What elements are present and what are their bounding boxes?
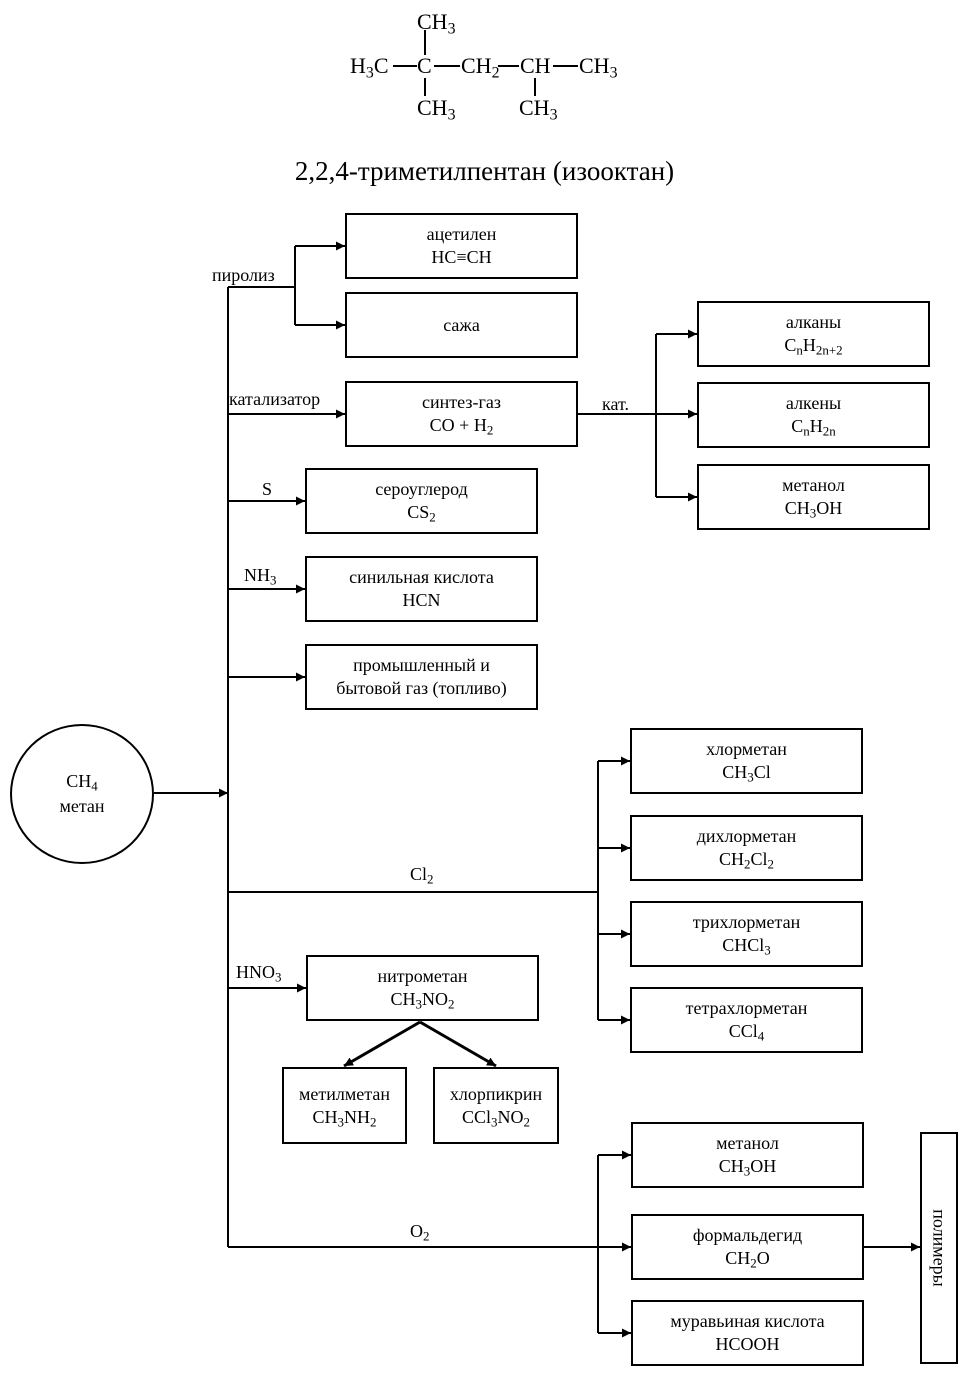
box-alkanes-formula: CnH2n+2: [784, 335, 843, 358]
box-methanol-syngas-formula: CH3OH: [784, 498, 843, 521]
box-carbon-disulfide: сероуглерод CS2: [305, 468, 538, 534]
box-formic-acid-formula: HCOOH: [715, 1334, 780, 1354]
box-hydrocyanic-acid-name: синильная кислота: [349, 567, 494, 587]
methane-formula: CH4: [66, 771, 98, 794]
box-nitromethane: нитрометан CH3NO2: [306, 955, 539, 1021]
box-syngas-name: синтез-газ: [422, 392, 501, 412]
box-dichloromethane: дихлорметан CH2Cl2: [630, 815, 863, 881]
structure-ch: CH: [520, 53, 551, 78]
box-polymers-label: полимеры: [929, 1209, 950, 1287]
box-chloromethane: хлорметан CH3Cl: [630, 728, 863, 794]
box-polymers: полимеры: [920, 1132, 958, 1364]
box-alkenes: алкены CnH2n: [697, 382, 930, 448]
compound-name-title: 2,2,4-триметилпентан (изооктан): [294, 156, 675, 186]
box-tetrachloromethane: тетрахлорметан CCl4: [630, 987, 863, 1053]
box-dichloromethane-name: дихлорметан: [696, 826, 797, 846]
structure-bottom-ch3-left: CH3: [417, 95, 456, 124]
label-cat: кат.: [602, 394, 630, 414]
structure-h3c: H3C: [350, 53, 389, 82]
box-formaldehyde-formula: CH2O: [725, 1248, 770, 1271]
box-chloropicrin-formula: CCl3NO2: [462, 1106, 530, 1130]
box-methanol-oxidation-name: метанол: [716, 1133, 779, 1153]
structure-right-ch3: CH3: [579, 53, 618, 82]
box-acetylene-formula: HC≡CH: [431, 247, 492, 267]
box-nitromethane-name: нитрометан: [377, 966, 468, 986]
box-dichloromethane-formula: CH2Cl2: [719, 849, 774, 872]
label-nitric-acid: HNO3: [236, 962, 282, 985]
box-soot: сажа: [345, 292, 578, 358]
box-fuel-gas-line1: промышленный и: [353, 655, 490, 675]
structure-bottom-ch3-right: CH3: [519, 95, 558, 124]
label-catalyst: катализатор: [229, 389, 321, 409]
box-carbon-disulfide-name: сероуглерод: [375, 479, 468, 499]
box-methanol-syngas: метанол CH3OH: [697, 464, 930, 530]
box-methanol-syngas-name: метанол: [782, 475, 845, 495]
box-chloromethane-formula: CH3Cl: [722, 762, 771, 785]
box-nitromethane-formula: CH3NO2: [390, 989, 455, 1012]
methane-node: CH4 метан: [10, 724, 154, 864]
box-trichloromethane-formula: CHCl3: [722, 935, 771, 958]
structure-top-ch3: CH3: [417, 9, 456, 38]
box-soot-name: сажа: [443, 314, 480, 335]
box-formaldehyde-name: формальдегид: [692, 1225, 803, 1245]
box-trichloromethane-name: трихлорметан: [692, 912, 801, 932]
box-chloromethane-name: хлорметан: [706, 739, 787, 759]
label-pyrolysis: пиролиз: [212, 265, 275, 285]
box-alkanes: алканы CnH2n+2: [697, 301, 930, 367]
label-sulfur: S: [262, 479, 273, 499]
box-methylmethane-formula: CH3NH2: [312, 1106, 377, 1130]
box-methylmethane-name: метилметан: [299, 1083, 390, 1104]
box-fuel-gas: промышленный и бытовой газ (топливо): [305, 644, 538, 710]
structure-quaternary-c: C: [417, 53, 432, 78]
box-syngas-formula: CO + H2: [429, 415, 494, 438]
box-alkenes-name: алкены: [785, 393, 842, 413]
box-hydrocyanic-acid: синильная кислота HCN: [305, 556, 538, 622]
box-trichloromethane: трихлорметан CHCl3: [630, 901, 863, 967]
box-tetrachloromethane-formula: CCl4: [728, 1021, 765, 1044]
box-alkenes-formula: CnH2n: [791, 416, 836, 439]
box-tetrachloromethane-name: тетрахлорметан: [685, 998, 808, 1018]
box-chloropicrin: хлорпикрин CCl3NO2: [433, 1067, 559, 1144]
box-methanol-oxidation-formula: CH3OH: [718, 1156, 777, 1179]
box-formaldehyde: формальдегид CH2O: [631, 1214, 864, 1280]
box-chloropicrin-name: хлорпикрин: [449, 1083, 543, 1104]
structure-ch2: CH2: [461, 53, 500, 82]
box-formic-acid: муравьиная кислота HCOOH: [631, 1300, 864, 1366]
box-fuel-gas-line2: бытовой газ (топливо): [336, 678, 507, 698]
label-ammonia: NH3: [244, 565, 277, 588]
box-methylmethane: метилметан CH3NH2: [282, 1067, 407, 1144]
box-acetylene-name: ацетилен: [426, 224, 497, 244]
box-formic-acid-name: муравьиная кислота: [670, 1311, 825, 1331]
box-methanol-oxidation: метанол CH3OH: [631, 1122, 864, 1188]
box-acetylene: ацетилен HC≡CH: [345, 213, 578, 279]
box-carbon-disulfide-formula: CS2: [407, 502, 436, 525]
label-oxygen: O2: [410, 1221, 430, 1244]
box-hydrocyanic-acid-formula: HCN: [402, 590, 441, 610]
label-chlorine: Cl2: [410, 864, 434, 887]
box-syngas: синтез-газ CO + H2: [345, 381, 578, 447]
box-alkanes-name: алканы: [785, 312, 842, 332]
methane-name: метан: [59, 796, 105, 816]
